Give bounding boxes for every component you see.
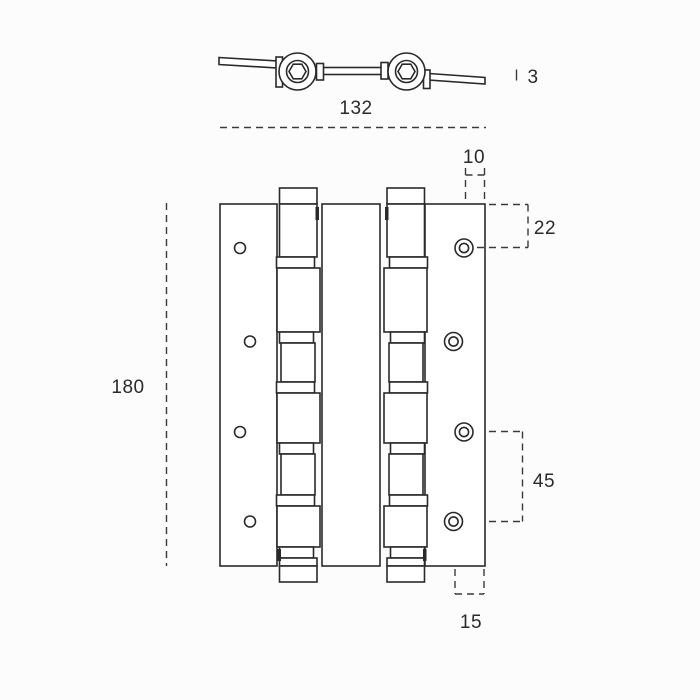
screw-hole-inner — [458, 426, 470, 438]
countersunk-holes — [443, 238, 474, 532]
dim-label-height: 180 — [111, 377, 144, 398]
screw-hole — [243, 515, 257, 528]
top-view-strap-tab-left — [315, 62, 325, 81]
screw-hole — [233, 241, 247, 255]
left-hex-socket-icon — [288, 63, 307, 80]
front-left-plate — [219, 203, 278, 567]
screw-hole-inner — [448, 516, 459, 527]
screw-hole-inner — [458, 242, 470, 254]
dim-label-hole-pitch: 45 — [533, 471, 555, 492]
front-right-plate — [424, 203, 486, 567]
right-barrel — [383, 187, 429, 583]
screw-hole-inner — [448, 336, 459, 347]
screw-hole — [243, 335, 257, 348]
dim-label-bottom-edge-offset: 15 — [460, 612, 482, 633]
top-view-right-leaf — [428, 72, 486, 85]
dim-label-overall-width: 132 — [339, 98, 372, 119]
dim-label-leaf-thickness: 3 — [527, 67, 538, 88]
dim-label-top-edge-offset: 10 — [463, 147, 485, 168]
screw-hole — [233, 425, 247, 439]
top-view-strap-tab-right — [380, 61, 389, 80]
top-view: 3 132 — [218, 52, 538, 129]
right-hex-socket-icon — [397, 63, 416, 80]
front-center-plate — [321, 203, 381, 567]
top-view-center-strap — [314, 66, 390, 76]
left-barrel — [275, 187, 321, 583]
dim-label-top-hole-distance: 22 — [534, 218, 556, 239]
front-view: 180 10 22 45 15 — [111, 147, 556, 633]
